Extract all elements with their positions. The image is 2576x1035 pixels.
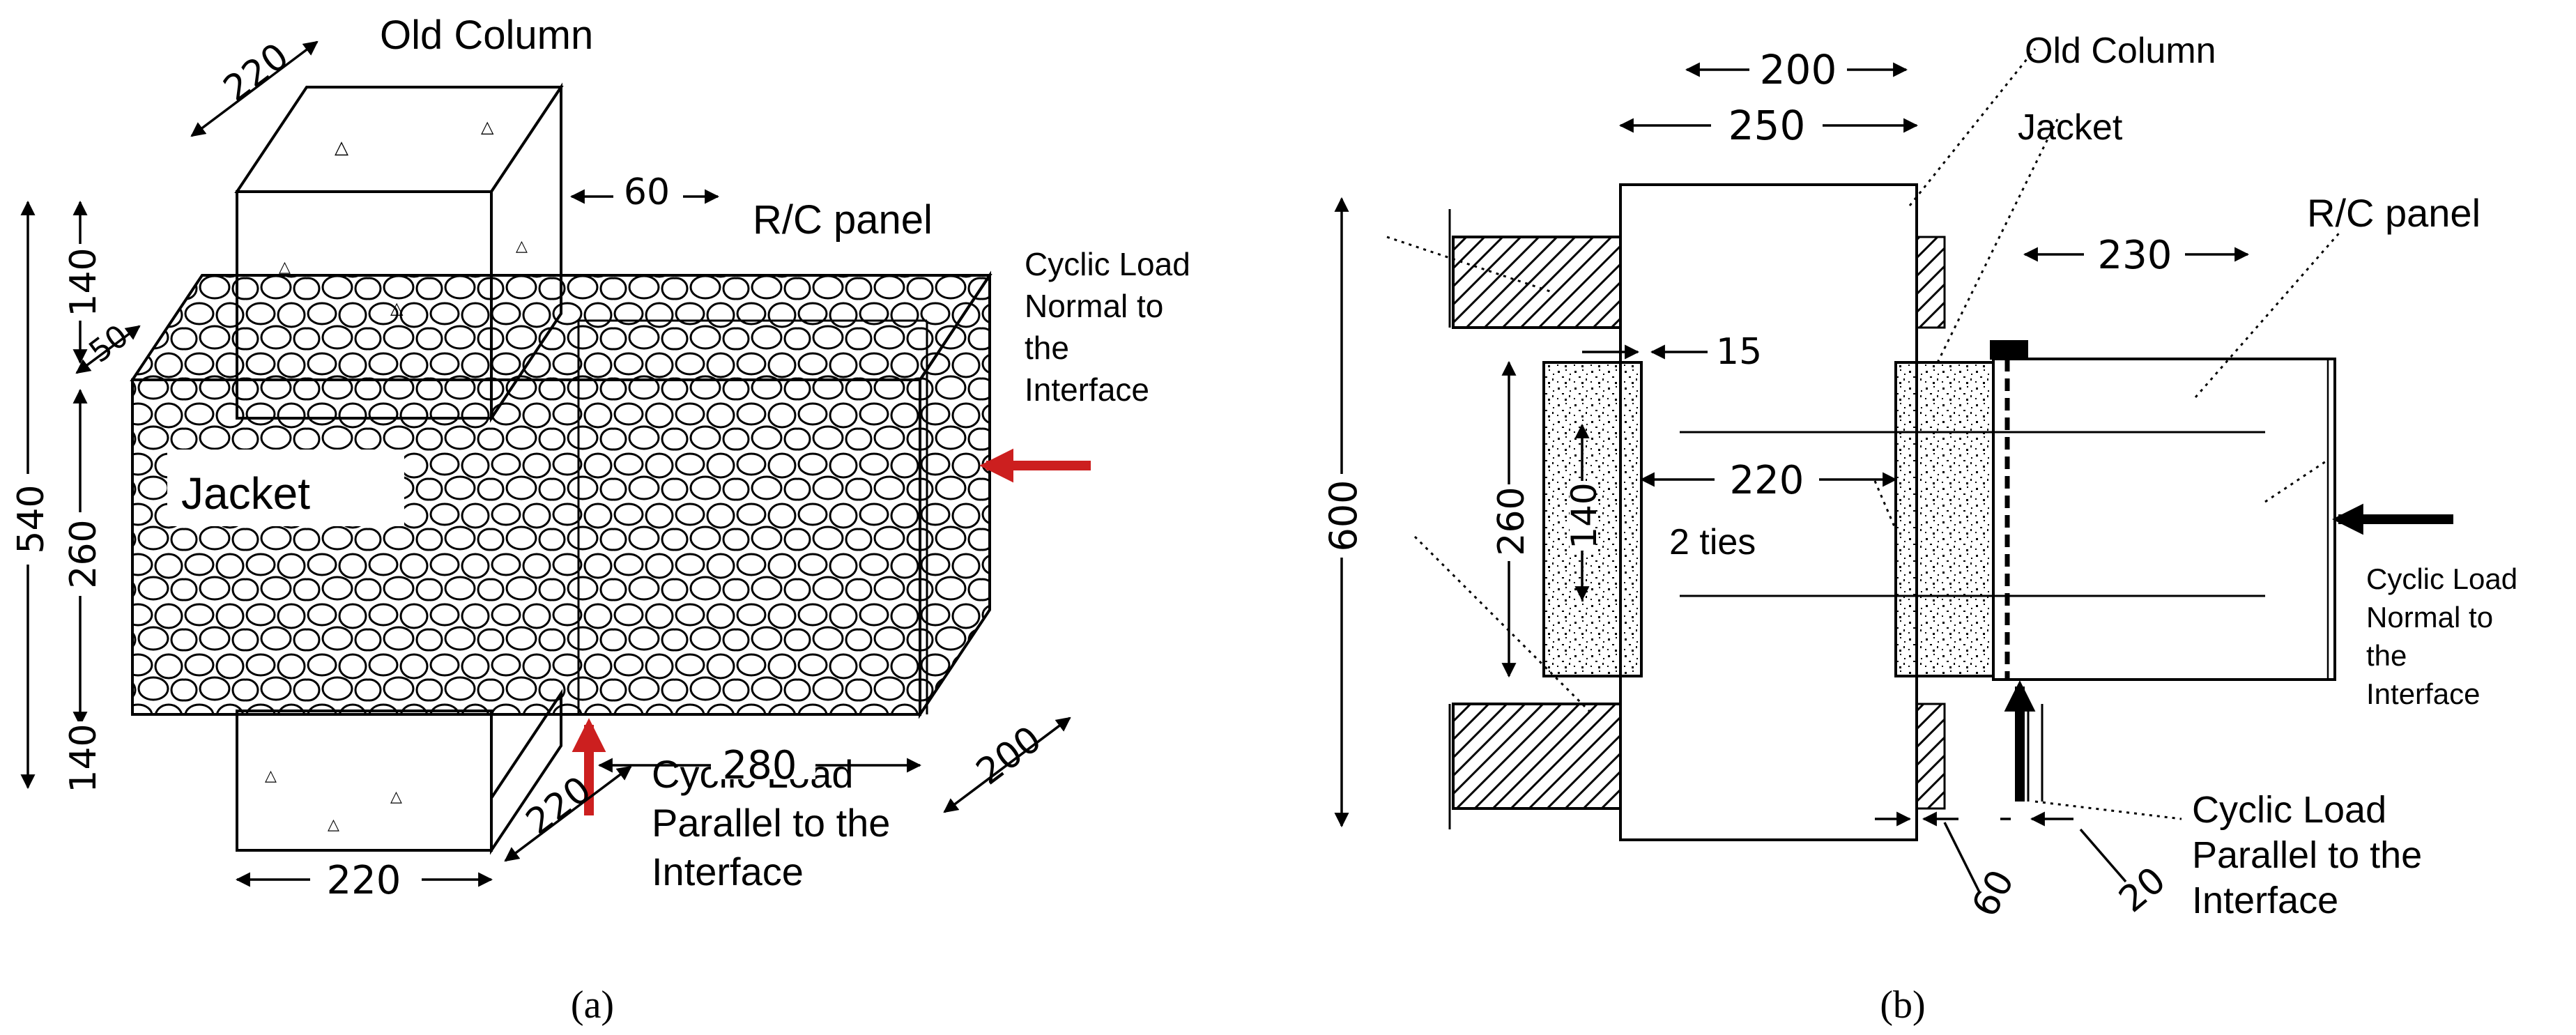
svg-text:260: 260 xyxy=(63,519,105,588)
caption-a: (a) xyxy=(571,983,614,1027)
support-left-top xyxy=(1452,236,1622,329)
svg-text:220: 220 xyxy=(327,858,401,903)
svg-text:the: the xyxy=(2366,639,2407,672)
old-column-label-b: Old Column xyxy=(2025,31,2216,71)
dimensions-b xyxy=(1334,62,2250,893)
svg-text:△: △ xyxy=(335,137,348,158)
svg-text:260: 260 xyxy=(1491,486,1533,555)
svg-text:Parallel to the: Parallel to the xyxy=(2192,834,2422,876)
panel-a: △ △ △ △ △ △ △ △ Jacket Old Column R/C pa… xyxy=(10,13,1190,1027)
jacket-label-bg xyxy=(167,450,404,526)
svg-text:230: 230 xyxy=(2098,233,2172,278)
svg-text:140: 140 xyxy=(63,247,105,316)
jacket-block: Jacket xyxy=(130,270,992,719)
svg-text:Parallel to the: Parallel to the xyxy=(652,801,890,845)
svg-text:Cyclic Load: Cyclic Load xyxy=(2366,562,2517,595)
svg-text:Interface: Interface xyxy=(2192,880,2338,921)
svg-text:540: 540 xyxy=(10,484,52,553)
svg-text:140: 140 xyxy=(63,723,105,792)
svg-text:250: 250 xyxy=(1728,102,1806,149)
support-right-top xyxy=(1915,236,1946,329)
old-column-label-a: Old Column xyxy=(380,13,593,58)
svg-text:△: △ xyxy=(279,259,291,276)
svg-text:△: △ xyxy=(265,767,277,785)
support-right-bottom xyxy=(1915,703,1946,810)
svg-text:Cyclic Load: Cyclic Load xyxy=(2192,789,2386,831)
svg-text:200: 200 xyxy=(969,719,1049,794)
parallel-load-label-b: Cyclic Load Parallel to the Interface xyxy=(2192,789,2422,921)
svg-text:60: 60 xyxy=(1964,864,2023,924)
dimension-text-b: 200 250 230 15 220 260 140 600 60 20 xyxy=(1321,46,2185,923)
svg-text:Interface: Interface xyxy=(2366,677,2480,710)
svg-text:600: 600 xyxy=(1321,480,1365,551)
jacket-label-b: Jacket xyxy=(2018,107,2123,148)
normal-load-label-b: Cyclic Load Normal to the Interface xyxy=(2366,562,2517,710)
panel-top-plate xyxy=(1990,340,2028,360)
jacket-label: Jacket xyxy=(181,468,310,519)
ties-b xyxy=(1680,431,2265,597)
svg-text:20: 20 xyxy=(2111,859,2173,921)
jacket-right-b xyxy=(1894,361,1995,677)
svg-text:15: 15 xyxy=(1716,331,1762,373)
old-column-bottom: △ △ △ xyxy=(236,689,562,855)
svg-text:the: the xyxy=(1025,330,1069,366)
svg-text:△: △ xyxy=(481,117,494,137)
ties-label-b: 2 ties xyxy=(1669,522,1756,562)
caption-b: (b) xyxy=(1880,983,1925,1027)
support-ground-lines xyxy=(1448,209,2044,829)
svg-text:△: △ xyxy=(328,816,339,834)
normal-load-label-a: Cyclic Load Normal to the Interface xyxy=(1025,246,1190,408)
rc-panel-b xyxy=(1992,358,2336,681)
panel-b: 200 250 230 15 220 260 140 600 60 20 Old… xyxy=(1321,31,2517,1027)
svg-text:Normal to: Normal to xyxy=(1025,288,1163,324)
svg-text:200: 200 xyxy=(1760,46,1837,93)
rc-panel-label-a: R/C panel xyxy=(753,197,933,243)
svg-text:220: 220 xyxy=(216,36,296,111)
svg-text:280: 280 xyxy=(723,743,797,788)
svg-text:△: △ xyxy=(390,788,402,806)
svg-text:140: 140 xyxy=(1564,482,1604,549)
svg-text:220: 220 xyxy=(1730,458,1804,503)
svg-text:Interface: Interface xyxy=(1025,371,1149,408)
rc-panel-label-b: R/C panel xyxy=(2307,191,2481,235)
svg-text:Cyclic Load: Cyclic Load xyxy=(1025,246,1190,282)
svg-text:Interface: Interface xyxy=(652,850,804,894)
old-column-b xyxy=(1619,183,1918,841)
svg-text:△: △ xyxy=(516,238,528,255)
svg-text:60: 60 xyxy=(624,171,670,213)
svg-text:Normal to: Normal to xyxy=(2366,601,2493,634)
parallel-load-label-a: Cyclic Load Parallel to the Interface xyxy=(652,752,890,894)
support-left-bottom xyxy=(1452,703,1622,810)
